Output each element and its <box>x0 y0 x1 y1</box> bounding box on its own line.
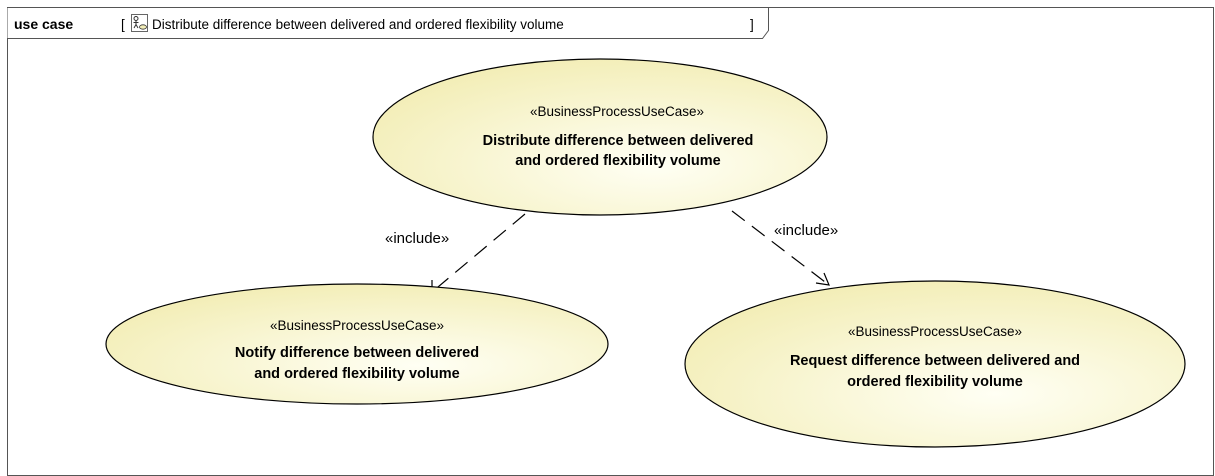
frame-bracket-close: ] <box>750 17 754 32</box>
use-case-ellipse <box>372 58 828 216</box>
use-case-stereotype: «BusinessProcessUseCase» <box>530 104 704 119</box>
frame-bracket-open: [ <box>121 17 125 32</box>
use-case-stereotype: «BusinessProcessUseCase» <box>848 324 1022 339</box>
use-case-name-line-1: Notify difference between delivered <box>235 345 479 361</box>
frame-kind-label: use case <box>14 16 73 32</box>
include-arrowhead-right <box>815 272 830 286</box>
use-case-name-line-2: ordered flexibility volume <box>847 374 1023 390</box>
include-label-right: «include» <box>774 222 838 239</box>
use-case-name-line-2: and ordered flexibility volume <box>254 366 459 382</box>
include-line-right <box>731 210 830 286</box>
include-relation-right[interactable]: «include» <box>731 210 838 286</box>
use-case-request[interactable]: «BusinessProcessUseCase» Request differe… <box>684 280 1186 448</box>
include-label-left: «include» <box>385 230 449 247</box>
use-case-distribute[interactable]: «BusinessProcessUseCase» Distribute diff… <box>372 58 828 216</box>
use-case-stereotype: «BusinessProcessUseCase» <box>270 318 444 333</box>
frame-header: use case [ Distribute difference between… <box>7 7 769 39</box>
use-case-notify[interactable]: «BusinessProcessUseCase» Notify differen… <box>105 283 609 405</box>
frame-tab <box>7 7 769 39</box>
use-case-diagram-icon <box>131 14 148 32</box>
frame-title: Distribute difference between delivered … <box>152 17 564 32</box>
include-line-left <box>431 213 526 293</box>
use-case-ellipse <box>105 283 609 405</box>
use-case-name-line-1: Distribute difference between delivered <box>483 133 754 149</box>
use-case-name-line-1: Request difference between delivered and <box>790 353 1080 369</box>
use-case-ellipse <box>684 280 1186 448</box>
use-case-name-line-2: and ordered flexibility volume <box>515 153 720 169</box>
